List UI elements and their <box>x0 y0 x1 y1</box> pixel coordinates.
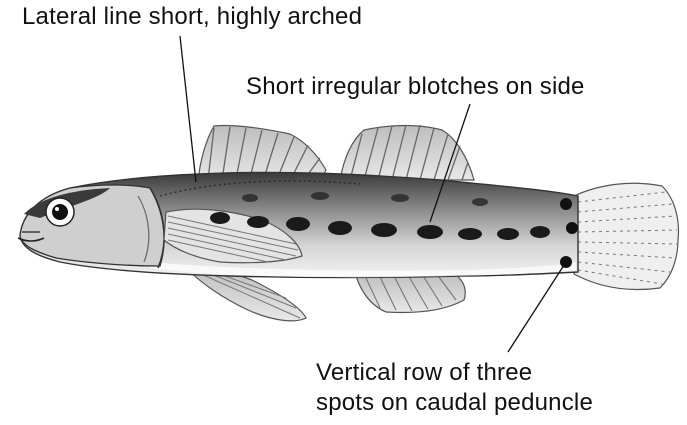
leader-lateral-line <box>180 36 196 182</box>
caudal-spots-label-line1: Vertical row of three <box>316 358 593 388</box>
caudal-spots-label-line2: spots on caudal peduncle <box>316 388 593 418</box>
leader-spots <box>508 262 566 352</box>
blotches-label: Short irregular blotches on side <box>246 72 585 102</box>
eye-icon <box>46 198 74 226</box>
caudal-fin <box>574 183 678 289</box>
caudal-spots-label: Vertical row of three spots on caudal pe… <box>316 358 593 418</box>
lateral-line-label: Lateral line short, highly arched <box>22 2 362 32</box>
